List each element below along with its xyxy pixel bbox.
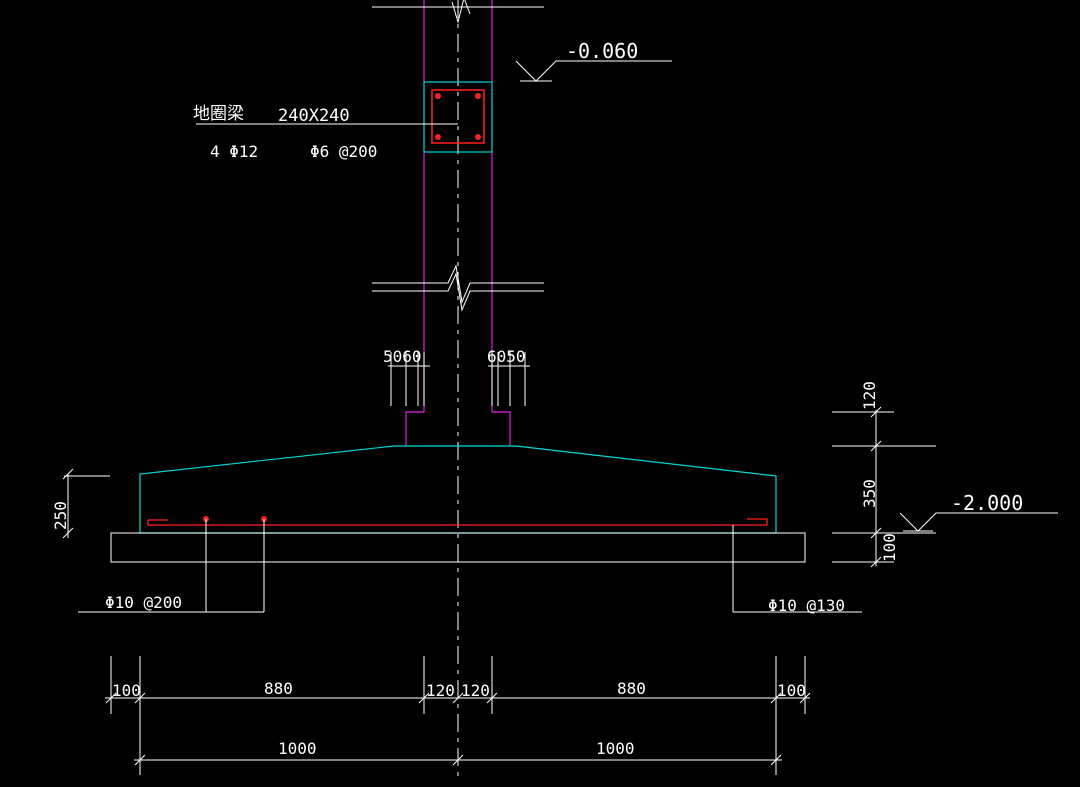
cushion-slab	[110, 532, 806, 563]
beam-longitudinal-bars: 4 Φ12	[210, 142, 258, 161]
dim-row1-5: 100	[777, 681, 806, 700]
wall-step-left-label: 5060	[383, 347, 422, 366]
horizontal-dim-row1	[105, 656, 811, 714]
dim-row2-0: 1000	[278, 739, 317, 758]
beam-stirrups: Φ6 @200	[310, 142, 377, 161]
footing-distribution-bars	[203, 516, 267, 522]
ring-beam-bars	[435, 93, 481, 140]
wall-step-right-label: 6050	[487, 347, 526, 366]
dim-row1-1: 880	[264, 679, 293, 698]
dim-row1-2: 120	[426, 681, 455, 700]
vertical-dim-left	[62, 468, 110, 539]
wall-step-dim-left	[388, 352, 430, 406]
break-line-top	[372, 0, 544, 24]
beam-size: 240X240	[278, 106, 350, 126]
vertical-dim-right	[832, 406, 936, 568]
break-line-middle	[372, 264, 544, 312]
dim-row2-1: 1000	[596, 739, 635, 758]
elevation-marker-top	[515, 60, 672, 82]
dim-edge-label: 250	[51, 501, 70, 530]
dim-footing-label: 350	[860, 479, 879, 508]
dim-row1-0: 100	[112, 681, 141, 700]
dim-row1-4: 880	[617, 679, 646, 698]
rebar-leader-right	[732, 525, 862, 613]
elevation-bottom-label: -2.000	[951, 491, 1023, 515]
horizontal-dim-row2	[134, 710, 782, 775]
rebar-right-label: Φ10 @130	[768, 596, 845, 615]
ring-beam-outline	[423, 81, 493, 153]
elevation-marker-bottom	[899, 512, 1058, 532]
dim-row1-3: 120	[461, 681, 490, 700]
elevation-top-label: -0.060	[566, 39, 638, 63]
rebar-left-label: Φ10 @200	[105, 593, 182, 612]
wall-step-dim-right	[488, 352, 530, 406]
ring-beam-stirrup	[431, 89, 485, 144]
beam-name: 地圈梁	[193, 104, 244, 124]
footing-bottom-rebar	[147, 518, 768, 526]
rebar-leader-left	[78, 519, 265, 613]
dim-cushion-label: 100	[880, 533, 899, 562]
dim-step-label: 120	[860, 381, 879, 410]
